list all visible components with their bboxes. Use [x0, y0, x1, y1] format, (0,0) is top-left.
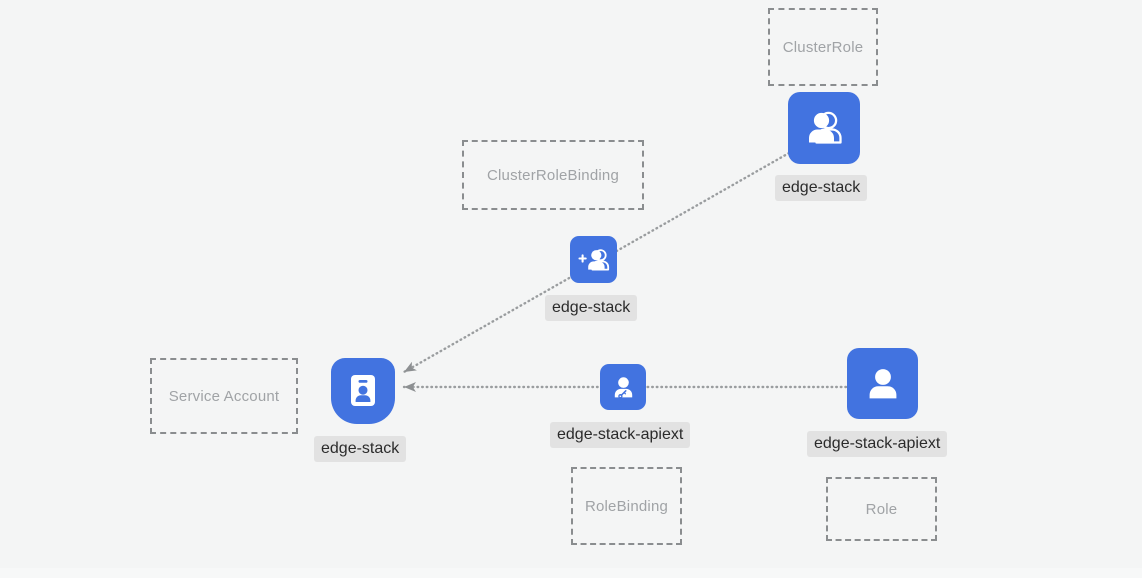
name-label-clusterrolebinding: edge-stack: [545, 295, 638, 321]
name-label-role: edge-stack-apiext: [807, 431, 948, 457]
name-label-clusterrolebinding-text: edge-stack: [552, 299, 631, 316]
type-box-role[interactable]: Role: [826, 477, 937, 541]
name-label-role-text: edge-stack-apiext: [814, 435, 941, 452]
name-label-serviceaccount-text: edge-stack: [321, 440, 400, 457]
type-box-serviceaccount[interactable]: Service Account: [150, 358, 298, 434]
node-icon-clusterrolebinding[interactable]: [570, 236, 617, 283]
user-key-icon: [614, 376, 632, 398]
type-box-label-role: Role: [865, 500, 898, 518]
node-icon-role[interactable]: [847, 348, 918, 419]
type-box-label-serviceaccount: Service Account: [168, 387, 280, 405]
id-badge-shield-icon: [351, 375, 375, 406]
group-users-icon: [809, 111, 842, 144]
type-box-rolebinding[interactable]: RoleBinding: [571, 467, 682, 545]
name-label-clusterrole: edge-stack: [775, 175, 868, 201]
type-box-label-rolebinding: RoleBinding: [584, 497, 669, 515]
type-box-clusterrole[interactable]: ClusterRole: [768, 8, 878, 86]
user-icon: [869, 368, 896, 398]
name-label-clusterrole-text: edge-stack: [782, 179, 861, 196]
bottom-band: [0, 568, 1142, 578]
node-icon-serviceaccount[interactable]: [331, 358, 395, 424]
node-icon-rolebinding[interactable]: [600, 364, 646, 410]
name-label-serviceaccount: edge-stack: [314, 436, 407, 462]
node-icon-clusterrole[interactable]: [788, 92, 860, 164]
type-box-label-clusterrole: ClusterRole: [782, 38, 864, 56]
name-label-rolebinding-text: edge-stack-apiext: [557, 426, 684, 443]
type-box-label-clusterrolebinding: ClusterRoleBinding: [486, 166, 619, 184]
type-box-clusterrolebinding[interactable]: ClusterRoleBinding: [462, 140, 644, 210]
add-user-group-icon: [577, 248, 609, 270]
name-label-rolebinding: edge-stack-apiext: [550, 422, 691, 448]
